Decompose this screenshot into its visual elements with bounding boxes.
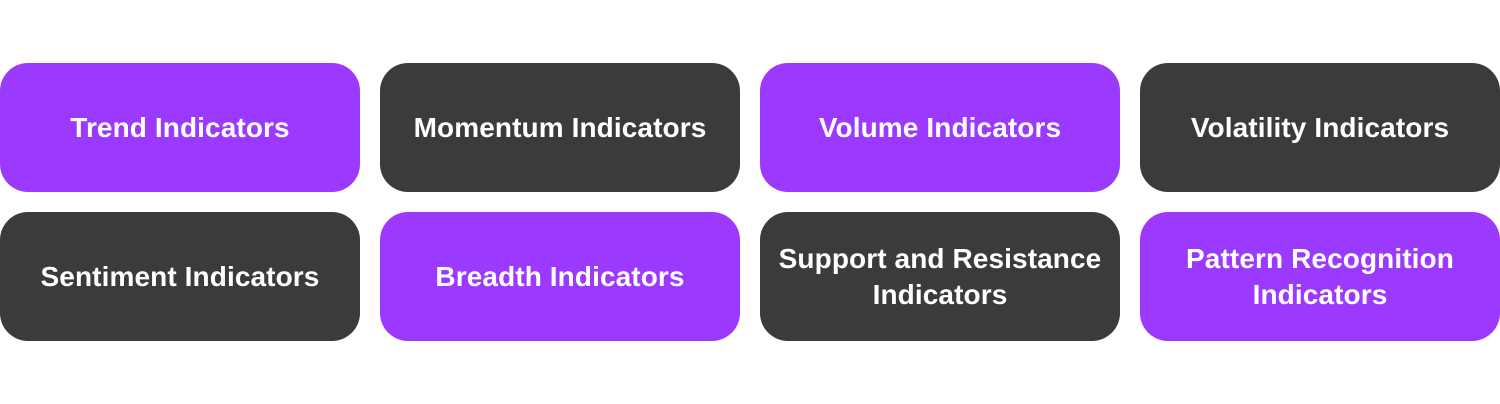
- tile-momentum-indicators: Momentum Indicators: [380, 63, 740, 192]
- tile-label: Breadth Indicators: [435, 260, 685, 292]
- tile-sentiment-indicators: Sentiment Indicators: [0, 212, 360, 341]
- tile-label: Support and Resistance Indicators: [778, 242, 1102, 310]
- tile-volatility-indicators: Volatility Indicators: [1140, 63, 1500, 192]
- tile-breadth-indicators: Breadth Indicators: [380, 212, 740, 341]
- tile-label: Volume Indicators: [818, 111, 1062, 143]
- tile-label: Volatility Indicators: [1190, 111, 1450, 143]
- tile-label: Trend Indicators: [70, 111, 290, 143]
- tile-volume-indicators: Volume Indicators: [760, 63, 1120, 192]
- tile-pattern-recognition-indicators: Pattern Recognition Indicators: [1140, 212, 1500, 341]
- tile-label: Sentiment Indicators: [40, 260, 320, 292]
- tile-label: Pattern Recognition Indicators: [1186, 242, 1454, 310]
- tile-label: Momentum Indicators: [413, 111, 707, 143]
- indicator-grid: Trend Indicators Momentum Indicators Vol…: [0, 63, 1500, 341]
- tile-trend-indicators: Trend Indicators: [0, 63, 360, 192]
- tile-support-resistance-indicators: Support and Resistance Indicators: [760, 212, 1120, 341]
